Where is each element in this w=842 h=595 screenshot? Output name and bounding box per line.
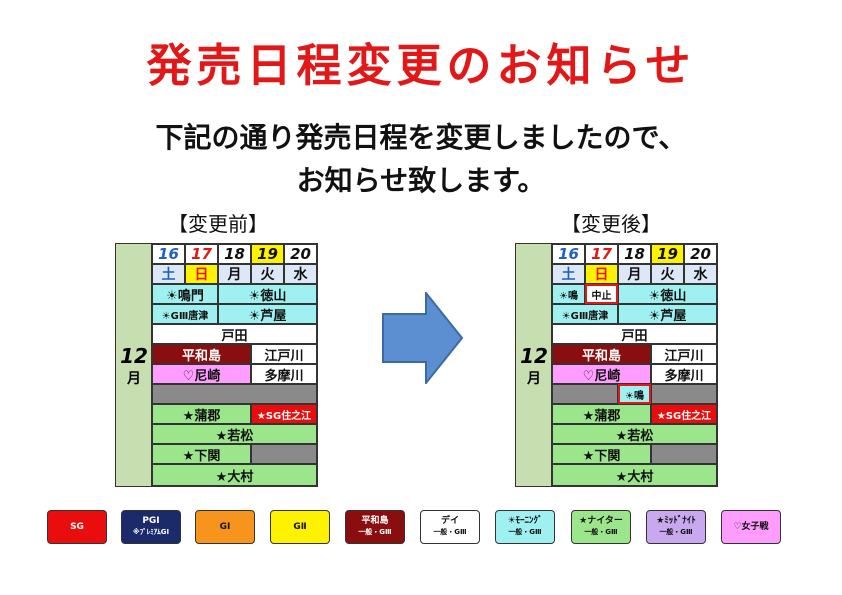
naruto-moved-slot: ☀鳴	[618, 384, 651, 404]
legend-label: 平和島	[361, 516, 389, 526]
legend-sublabel: 一般・GⅢ	[358, 528, 392, 536]
empty-slot	[152, 384, 317, 404]
legend-label: GⅡ	[293, 521, 307, 532]
edogawa-slot: 江戸川	[651, 344, 717, 364]
legend-item: ★ﾐｯﾄﾞﾅｲﾄ 一般・GⅢ	[646, 510, 706, 544]
arrow-right-icon	[382, 292, 464, 384]
heiwajima-slot: 平和島	[552, 344, 651, 364]
dow-mon: 月	[218, 264, 251, 284]
day-16: 16	[152, 244, 185, 264]
omura-slot: ★大村	[152, 464, 317, 486]
subtitle-line-1: 下記の通り発売日程を変更しましたので、	[155, 121, 687, 154]
after-caption: 【変更後】	[561, 212, 661, 236]
dow-wed: 水	[284, 264, 317, 284]
subtitle-line-2: お知らせ致します。	[296, 164, 546, 197]
before-calendar: 12 月 16 17 18 19 20 土 日 月 火 水 ☀鳴門 ☀徳山 ☀G…	[115, 243, 318, 487]
ashiya-slot: ☀芦屋	[218, 304, 317, 324]
shimonoseki-slot: ★下関	[152, 444, 251, 464]
day-19: 19	[251, 244, 284, 264]
legend-item: GⅠ	[195, 510, 255, 544]
tamagawa-slot: 多摩川	[251, 364, 317, 384]
day-17: 17	[585, 244, 618, 264]
empty-slot	[552, 384, 618, 404]
dow-sat: 土	[152, 264, 185, 284]
naruto-slot: ☀鳴	[552, 284, 585, 304]
month-number: 12	[120, 344, 148, 368]
shimonoseki-slot: ★下関	[552, 444, 651, 464]
tokuyama-slot: ☀徳山	[618, 284, 717, 304]
toda-slot: 戸田	[552, 324, 717, 344]
empty-slot	[651, 384, 717, 404]
dow-sun: 日	[585, 264, 618, 284]
page-title: 発売日程変更のお知らせ	[146, 39, 696, 92]
day-20: 20	[284, 244, 317, 264]
heiwajima-slot: 平和島	[152, 344, 251, 364]
naruto-slot: ☀鳴門	[152, 284, 218, 304]
dow-wed: 水	[684, 264, 717, 284]
dow-tue: 火	[251, 264, 284, 284]
legend-item: 平和島一般・GⅢ	[345, 510, 405, 544]
month-column: 12 月	[116, 244, 152, 486]
month-number: 12	[520, 344, 548, 368]
tamagawa-slot: 多摩川	[651, 364, 717, 384]
gamagori-slot: ★蒲郡	[552, 404, 651, 424]
empty-slot	[651, 444, 717, 464]
karatsu-slot: ☀GⅢ唐津	[152, 304, 218, 324]
legend-item: PGⅠ ※ﾌﾟﾚﾐｱﾑGⅠ	[121, 510, 181, 544]
legend-sublabel: 一般・GⅢ	[508, 528, 542, 536]
wakamatsu-slot: ★若松	[552, 424, 717, 444]
day-17: 17	[185, 244, 218, 264]
omura-slot: ★大村	[552, 464, 717, 486]
legend-label: ★ﾐｯﾄﾞﾅｲﾄ	[656, 516, 696, 526]
amagasaki-slot: ♡尼崎	[152, 364, 251, 384]
toda-slot: 戸田	[152, 324, 317, 344]
month-label: 月	[527, 371, 541, 387]
month-label: 月	[127, 371, 141, 387]
legend-label: PGⅠ	[142, 516, 160, 526]
legend-item: GⅡ	[270, 510, 330, 544]
before-caption: 【変更前】	[168, 212, 268, 236]
month-column: 12 月	[516, 244, 552, 486]
day-18: 18	[618, 244, 651, 264]
legend-item: デイ一般・GⅢ	[420, 510, 480, 544]
legend-item: ★ナイター一般・GⅢ	[571, 510, 631, 544]
legend-item: ♡女子戦	[721, 510, 781, 544]
empty-slot	[251, 444, 317, 464]
gamagori-slot: ★蒲郡	[152, 404, 251, 424]
dow-mon: 月	[618, 264, 651, 284]
legend-sublabel: 一般・GⅢ	[659, 528, 693, 536]
legend-sublabel: ※ﾌﾟﾚﾐｱﾑGⅠ	[132, 528, 170, 536]
suminoe-sg-slot: ★SG住之江	[651, 404, 717, 424]
dow-tue: 火	[651, 264, 684, 284]
edogawa-slot: 江戸川	[251, 344, 317, 364]
karatsu-slot: ☀GⅢ唐津	[552, 304, 618, 324]
legend-label: GⅠ	[219, 521, 231, 532]
day-19: 19	[651, 244, 684, 264]
suminoe-sg-slot: ★SG住之江	[251, 404, 317, 424]
day-18: 18	[218, 244, 251, 264]
dow-sun: 日	[185, 264, 218, 284]
legend-label: ♡女子戦	[733, 521, 769, 532]
dow-sat: 土	[552, 264, 585, 284]
legend-item: ☀ﾓｰﾆﾝｸﾞ 一般・GⅢ	[495, 510, 555, 544]
legend-sublabel: 一般・GⅢ	[584, 528, 618, 536]
legend-label: ☀ﾓｰﾆﾝｸﾞ	[507, 516, 543, 526]
amagasaki-slot: ♡尼崎	[552, 364, 651, 384]
cancelled-badge: 中止	[585, 284, 618, 304]
legend-item: SG	[47, 510, 107, 544]
legend-label: SG	[70, 521, 84, 532]
wakamatsu-slot: ★若松	[152, 424, 317, 444]
legend-label: デイ	[440, 516, 459, 526]
ashiya-slot: ☀芦屋	[618, 304, 717, 324]
tokuyama-slot: ☀徳山	[218, 284, 317, 304]
after-calendar: 12 月 16 17 18 19 20 土 日 月 火 水 ☀鳴 中止 ☀徳山 …	[515, 243, 718, 487]
legend-label: ★ナイター	[579, 516, 623, 526]
day-20: 20	[684, 244, 717, 264]
legend-sublabel: 一般・GⅢ	[433, 528, 467, 536]
day-16: 16	[552, 244, 585, 264]
